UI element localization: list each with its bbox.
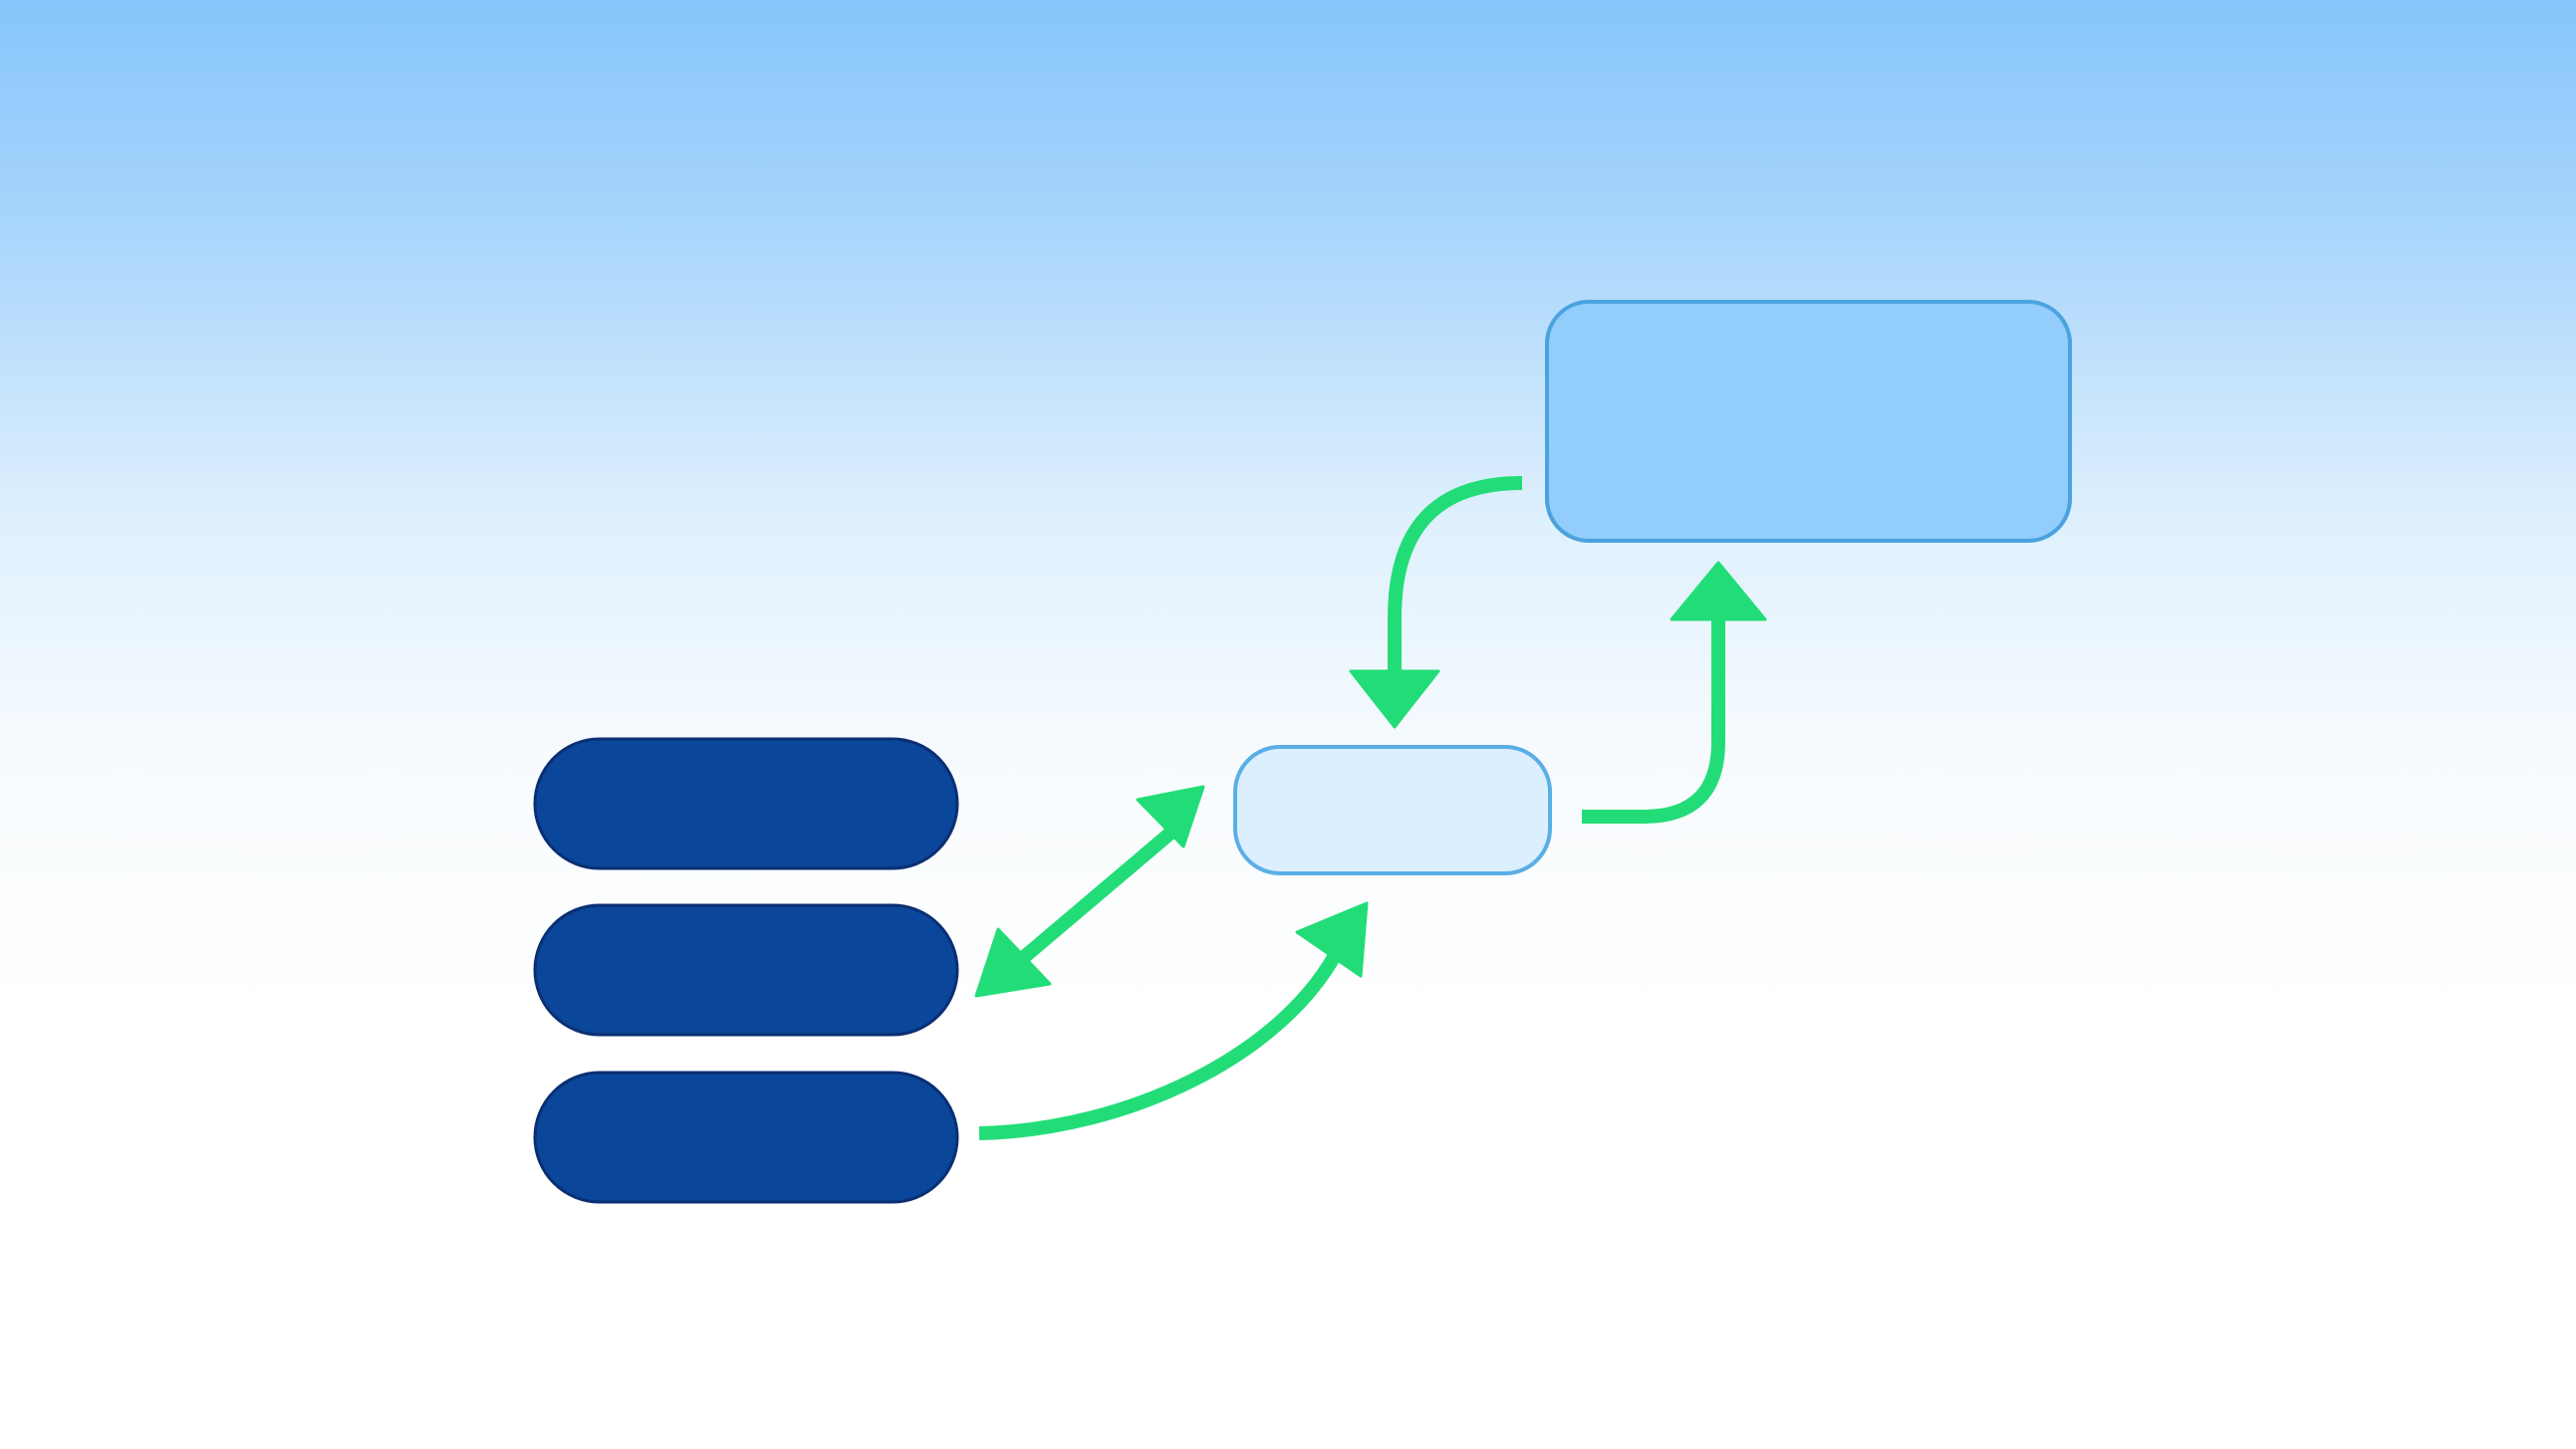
stack-bar-2[interactable] [533,903,959,1037]
stack-bar-3[interactable] [533,1071,959,1204]
stack-group [533,737,959,1204]
top-right-node[interactable] [1545,300,2072,543]
arrowhead-down [1349,669,1440,729]
arrowhead-bidirectional-bottom [974,927,1052,998]
arrow-bidirectional-shaft [1005,819,1185,975]
arrowhead-up [1670,561,1767,621]
arrowhead-bidirectional-top [1136,785,1205,848]
stack-bar-1[interactable] [533,737,959,870]
arrowhead-curve [1295,901,1369,978]
middle-node[interactable] [1233,745,1552,875]
arrow-down-shaft [1388,476,1523,687]
arrow-up-shaft [1582,603,1725,824]
arrow-curve-shaft [978,942,1347,1140]
